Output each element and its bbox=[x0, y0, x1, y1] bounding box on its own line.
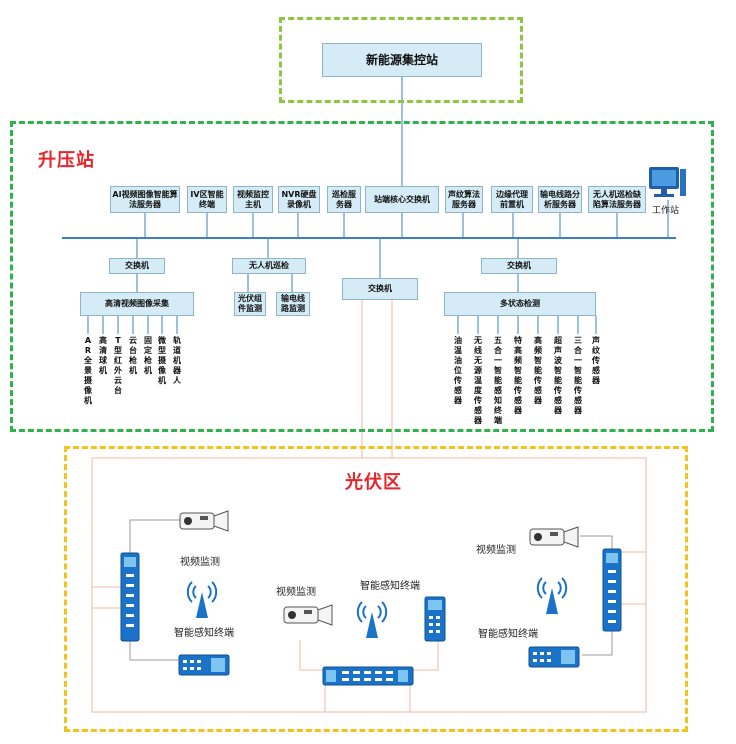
pv-sense-center-label: 智能感知终端 bbox=[360, 581, 420, 592]
server-edge-proxy[interactable]: 边缘代理前置机 bbox=[491, 186, 533, 213]
hd-video-item: 云台枪机 bbox=[129, 336, 137, 375]
core-switch[interactable]: 站端核心交换机 bbox=[365, 186, 439, 213]
pv-sense-right-label: 智能感知终端 bbox=[478, 629, 538, 640]
server-video-host[interactable]: 视频监控主机 bbox=[233, 186, 273, 213]
control-center-box[interactable]: 新能源集控站 bbox=[322, 43, 482, 77]
pv-video-left-label: 视频监测 bbox=[180, 557, 220, 568]
server-line-analysis[interactable]: 输电线路分析服务器 bbox=[538, 186, 582, 213]
hd-video-item: T型红外云台 bbox=[114, 336, 122, 395]
hd-video-box[interactable]: 高清视频图像采集 bbox=[80, 292, 194, 316]
pv-video-right-label: 视频监测 bbox=[476, 545, 516, 556]
pv-video-center-label: 视频监测 bbox=[276, 587, 316, 598]
pv-sense-left-label: 智能感知终端 bbox=[174, 628, 234, 639]
pv-switch-left-icon[interactable] bbox=[120, 552, 140, 642]
terminal-right-icon[interactable] bbox=[528, 646, 580, 668]
antenna-center-icon bbox=[356, 601, 388, 638]
hd-video-item: 高清球机 bbox=[99, 336, 107, 375]
uav-inspection-box[interactable]: 无人机巡检 bbox=[232, 258, 306, 274]
hd-video-item: 固定枪机 bbox=[144, 336, 152, 375]
pv-switch-center-icon[interactable] bbox=[322, 666, 414, 686]
uav-pv-monitor[interactable]: 光伏组件监测 bbox=[234, 292, 266, 316]
zone-booster-station bbox=[10, 121, 714, 432]
server-uav-defect[interactable]: 无人机巡检缺陷算法服务器 bbox=[588, 186, 646, 213]
multi-state-item: 高频智能传感器 bbox=[534, 336, 542, 405]
pv-switch-right-icon[interactable] bbox=[602, 548, 622, 632]
camera-center-icon[interactable] bbox=[282, 602, 334, 628]
zone-title-station: 升压站 bbox=[38, 150, 95, 171]
server-ai-video[interactable]: AI视频图像智能算法服务器 bbox=[110, 186, 180, 213]
hd-video-item: 轨道机器人 bbox=[173, 336, 181, 385]
multi-state-item: 五合一智能感知终端 bbox=[494, 336, 502, 425]
multi-state-box[interactable]: 多状态检测 bbox=[444, 292, 596, 316]
server-voiceprint[interactable]: 声纹算法服务器 bbox=[445, 186, 483, 213]
zone-control-center bbox=[279, 17, 523, 103]
multi-state-item: 超声波智能传感器 bbox=[554, 336, 562, 415]
camera-left-icon[interactable] bbox=[178, 508, 230, 534]
server-iv-terminal[interactable]: IV区智能终端 bbox=[187, 186, 227, 213]
server-inspection[interactable]: 巡检服务器 bbox=[327, 186, 361, 213]
antenna-left-icon bbox=[186, 581, 218, 618]
switch-center[interactable]: 交换机 bbox=[342, 278, 418, 300]
workstation-icon[interactable] bbox=[646, 165, 688, 203]
multi-state-item: 特高频智能传感器 bbox=[514, 336, 522, 415]
hd-video-item: AR全景摄像机 bbox=[84, 336, 92, 405]
terminal-center-icon[interactable] bbox=[424, 596, 446, 642]
hd-video-item: 微型摄像机 bbox=[158, 336, 166, 385]
zone-title-pv: 光伏区 bbox=[345, 472, 402, 493]
switch-right[interactable]: 交换机 bbox=[481, 258, 557, 274]
antenna-right-icon bbox=[536, 577, 568, 614]
zone-pv-area bbox=[64, 446, 688, 732]
multi-state-item: 无线无源温度传感器 bbox=[474, 336, 482, 425]
switch-left[interactable]: 交换机 bbox=[109, 258, 165, 274]
server-nvr[interactable]: NVR硬盘录像机 bbox=[278, 186, 320, 213]
multi-state-item: 声纹传感器 bbox=[592, 336, 600, 385]
multi-state-item: 油温油位传感器 bbox=[454, 336, 462, 405]
uav-line-monitor[interactable]: 输电线路监测 bbox=[276, 292, 310, 316]
terminal-left-icon[interactable] bbox=[178, 654, 230, 676]
workstation-label: 工作站 bbox=[652, 206, 680, 216]
multi-state-item: 三合一智能传感器 bbox=[574, 336, 582, 415]
camera-right-icon[interactable] bbox=[528, 524, 580, 550]
